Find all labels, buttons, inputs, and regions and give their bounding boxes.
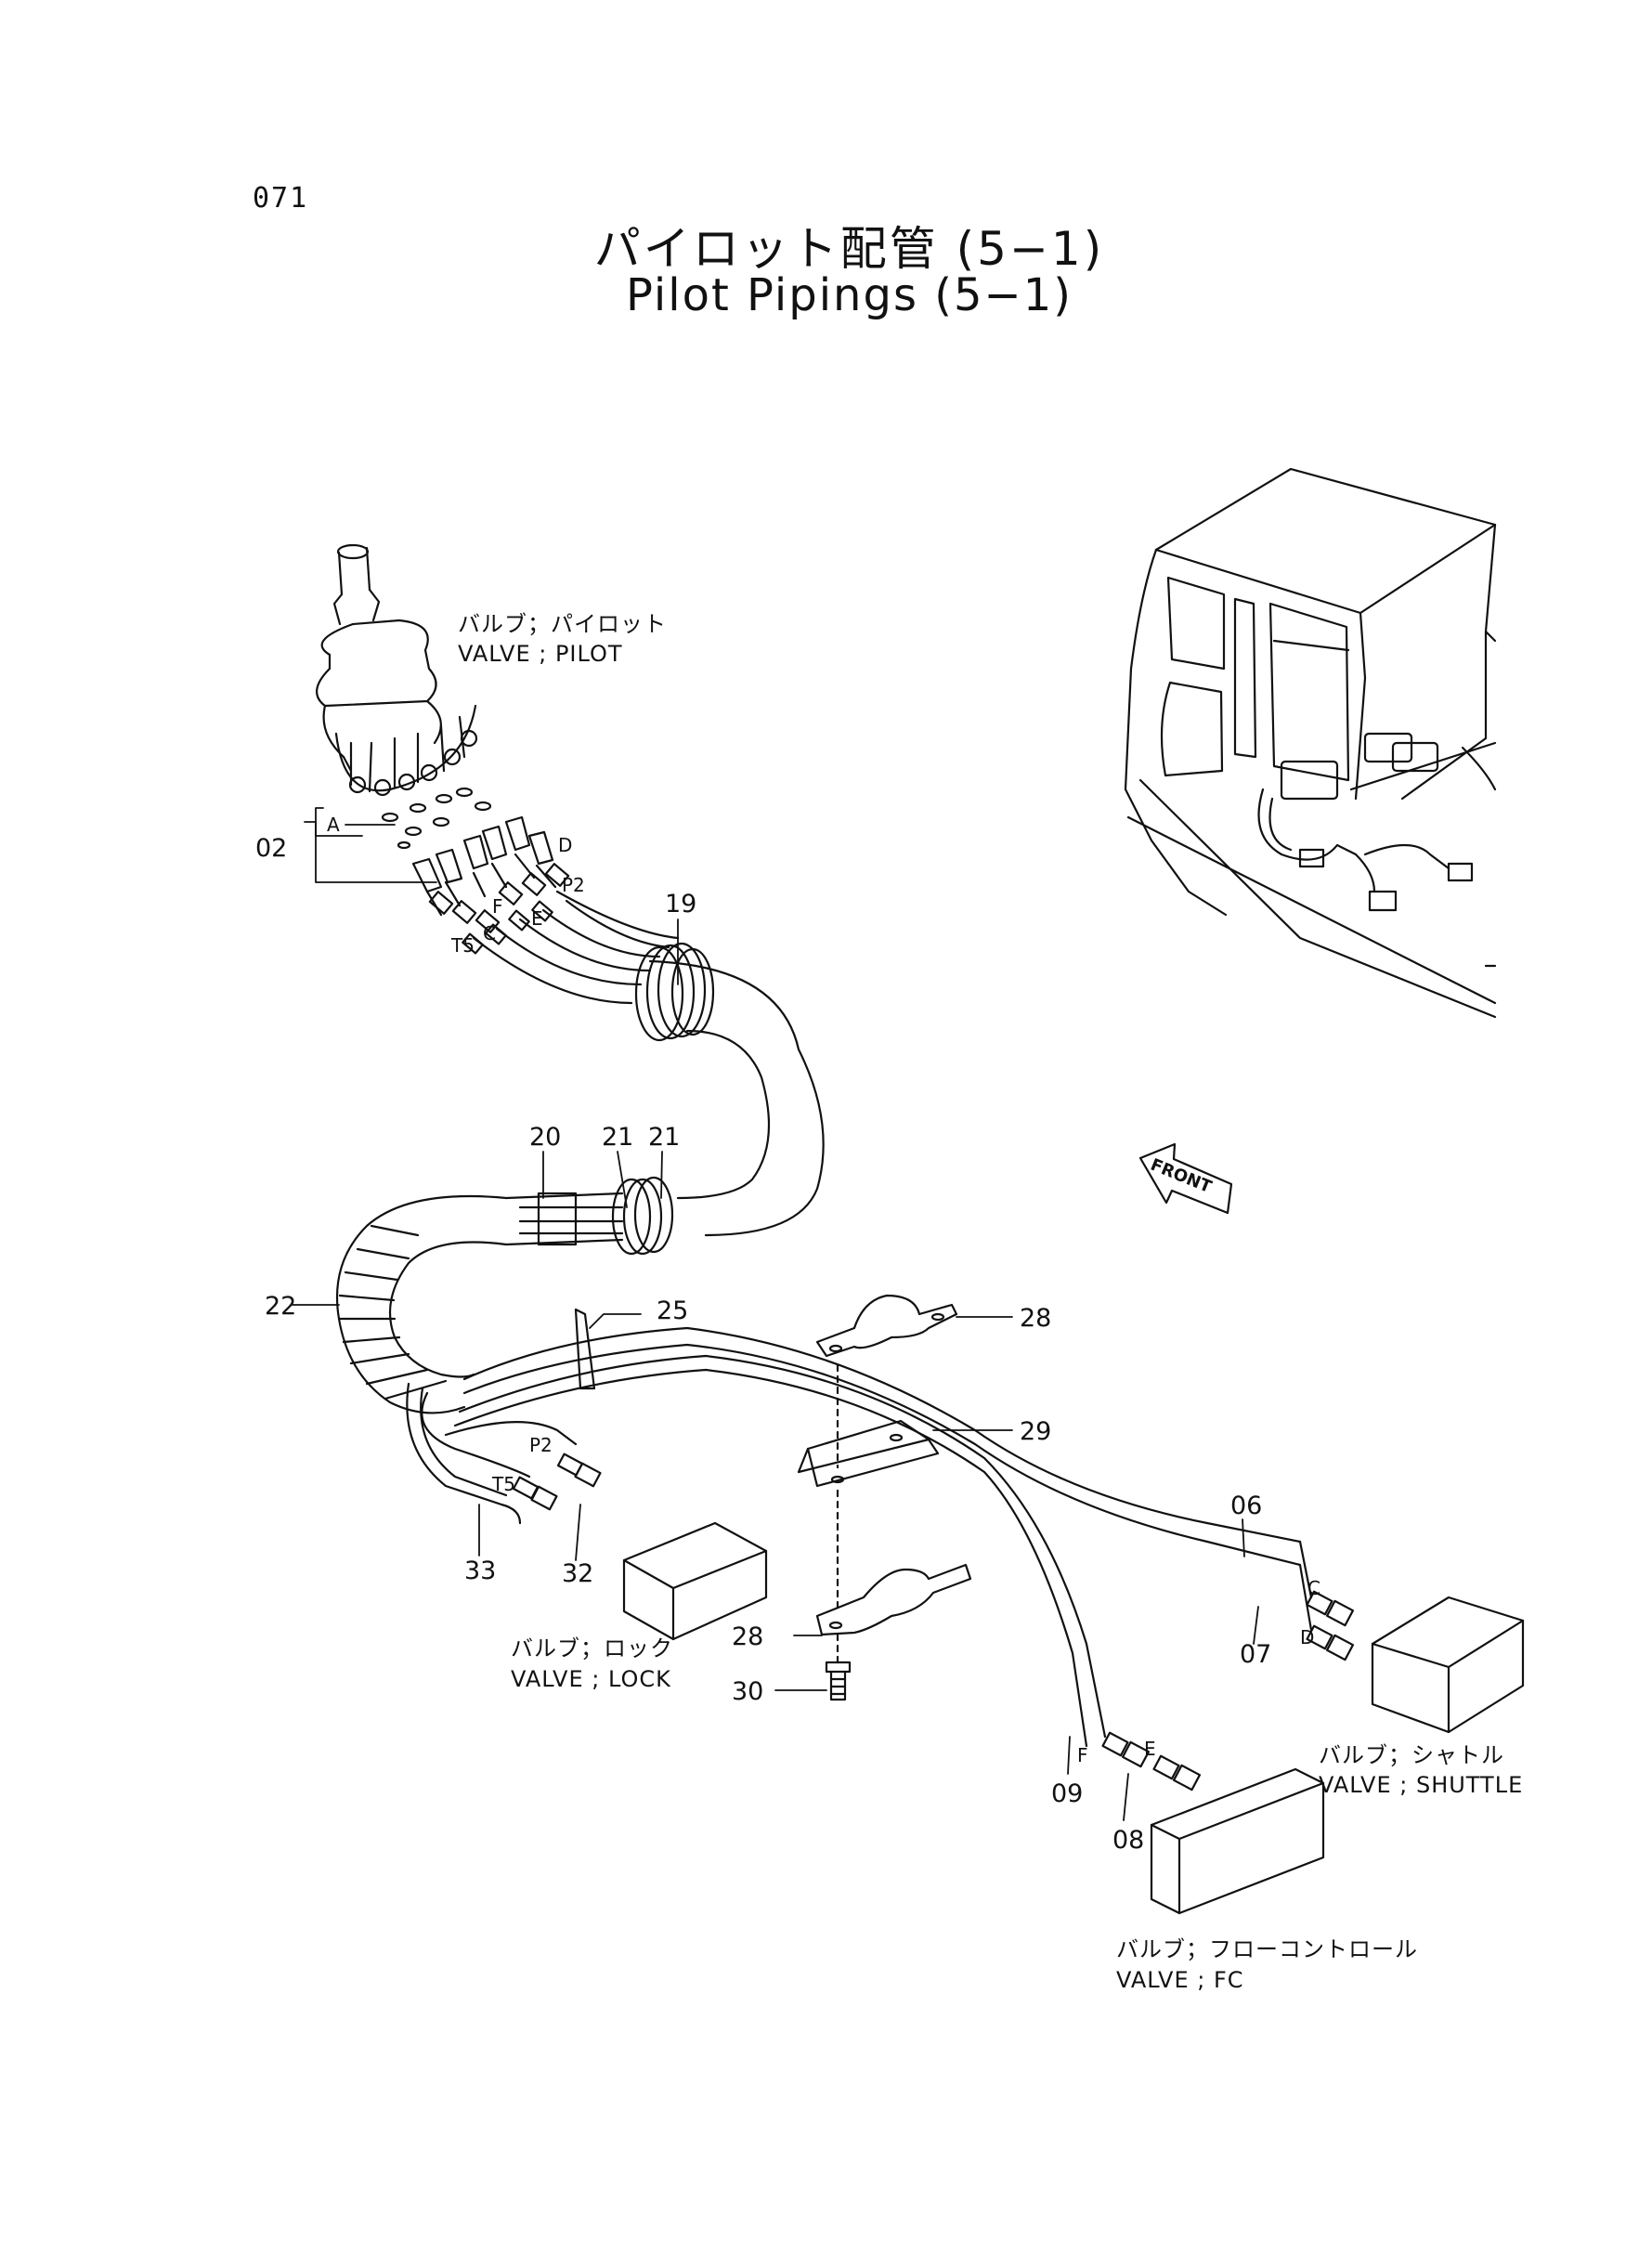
excavator-cab-illustration	[1124, 467, 1497, 1019]
port-t5-top: T5	[450, 934, 475, 957]
callout-21a: 21	[602, 1123, 633, 1152]
fc-valve-box	[1150, 1767, 1325, 1915]
callout-32: 32	[562, 1559, 593, 1588]
pilot-valve-label-jp: バルブ；パイロット	[458, 611, 667, 637]
port-e-top: E	[531, 907, 543, 930]
port-e-fc: E	[1144, 1738, 1156, 1760]
callout-28a: 28	[1020, 1304, 1051, 1333]
port-c-shuttle: C	[1307, 1577, 1320, 1599]
fc-valve-label-jp: バルブ；フローコントロール	[1116, 1936, 1418, 1962]
shuttle-valve-label-en: VALVE ; SHUTTLE	[1319, 1772, 1523, 1798]
diagram-labels: 02 A D P2 F E T5 C 19 20 21 21 22 25 28 …	[255, 611, 1523, 1993]
callout-30: 30	[732, 1677, 763, 1706]
callout-20: 20	[529, 1123, 561, 1152]
title-japanese: パイロット配管 (5−1)	[593, 222, 1105, 276]
port-t5-lock: T5	[491, 1473, 515, 1495]
callout-33: 33	[464, 1557, 496, 1585]
page-number: 071	[253, 182, 309, 215]
callout-06: 06	[1230, 1492, 1262, 1520]
callout-02: 02	[255, 834, 287, 863]
callout-25: 25	[657, 1296, 688, 1325]
fc-valve-label-en: VALVE ; FC	[1116, 1967, 1244, 1993]
callout-08: 08	[1112, 1826, 1144, 1855]
port-f-fc: F	[1077, 1744, 1088, 1766]
pilot-valve-fittings	[411, 815, 570, 955]
leader-lines	[292, 807, 1259, 1821]
title-english: Pilot Pipings (5−1)	[626, 269, 1073, 321]
callout-28b: 28	[732, 1622, 763, 1651]
port-d-top: D	[558, 834, 572, 856]
port-p2-lock: P2	[529, 1434, 553, 1456]
port-d-shuttle: D	[1300, 1626, 1314, 1648]
pilot-valve-label-en: VALVE ; PILOT	[458, 641, 623, 667]
lock-valve-label-en: VALVE ; LOCK	[511, 1666, 671, 1692]
hose-bundle	[335, 890, 1302, 1748]
front-arrow	[1138, 1142, 1233, 1215]
end-fittings	[512, 1453, 1355, 1791]
callout-22: 22	[265, 1292, 296, 1321]
port-a: A	[327, 814, 340, 836]
pilot-valve-illustration	[316, 543, 492, 850]
callout-09: 09	[1051, 1779, 1083, 1808]
callout-29: 29	[1020, 1417, 1051, 1446]
lock-valve-box	[622, 1521, 768, 1641]
clamp-25-shape	[574, 1308, 596, 1390]
callout-21b: 21	[648, 1123, 680, 1152]
shuttle-valve-box	[1371, 1596, 1525, 1734]
brackets-and-clamps	[797, 1294, 972, 1701]
lock-valve-label-jp: バルブ；ロック	[511, 1635, 673, 1661]
port-f-top: F	[492, 895, 503, 918]
callout-19: 19	[665, 890, 696, 919]
port-p2-top: P2	[562, 874, 585, 896]
port-c-top: C	[483, 922, 496, 945]
callout-07: 07	[1240, 1640, 1271, 1669]
shuttle-valve-label-jp: バルブ；シャトル	[1319, 1742, 1504, 1768]
